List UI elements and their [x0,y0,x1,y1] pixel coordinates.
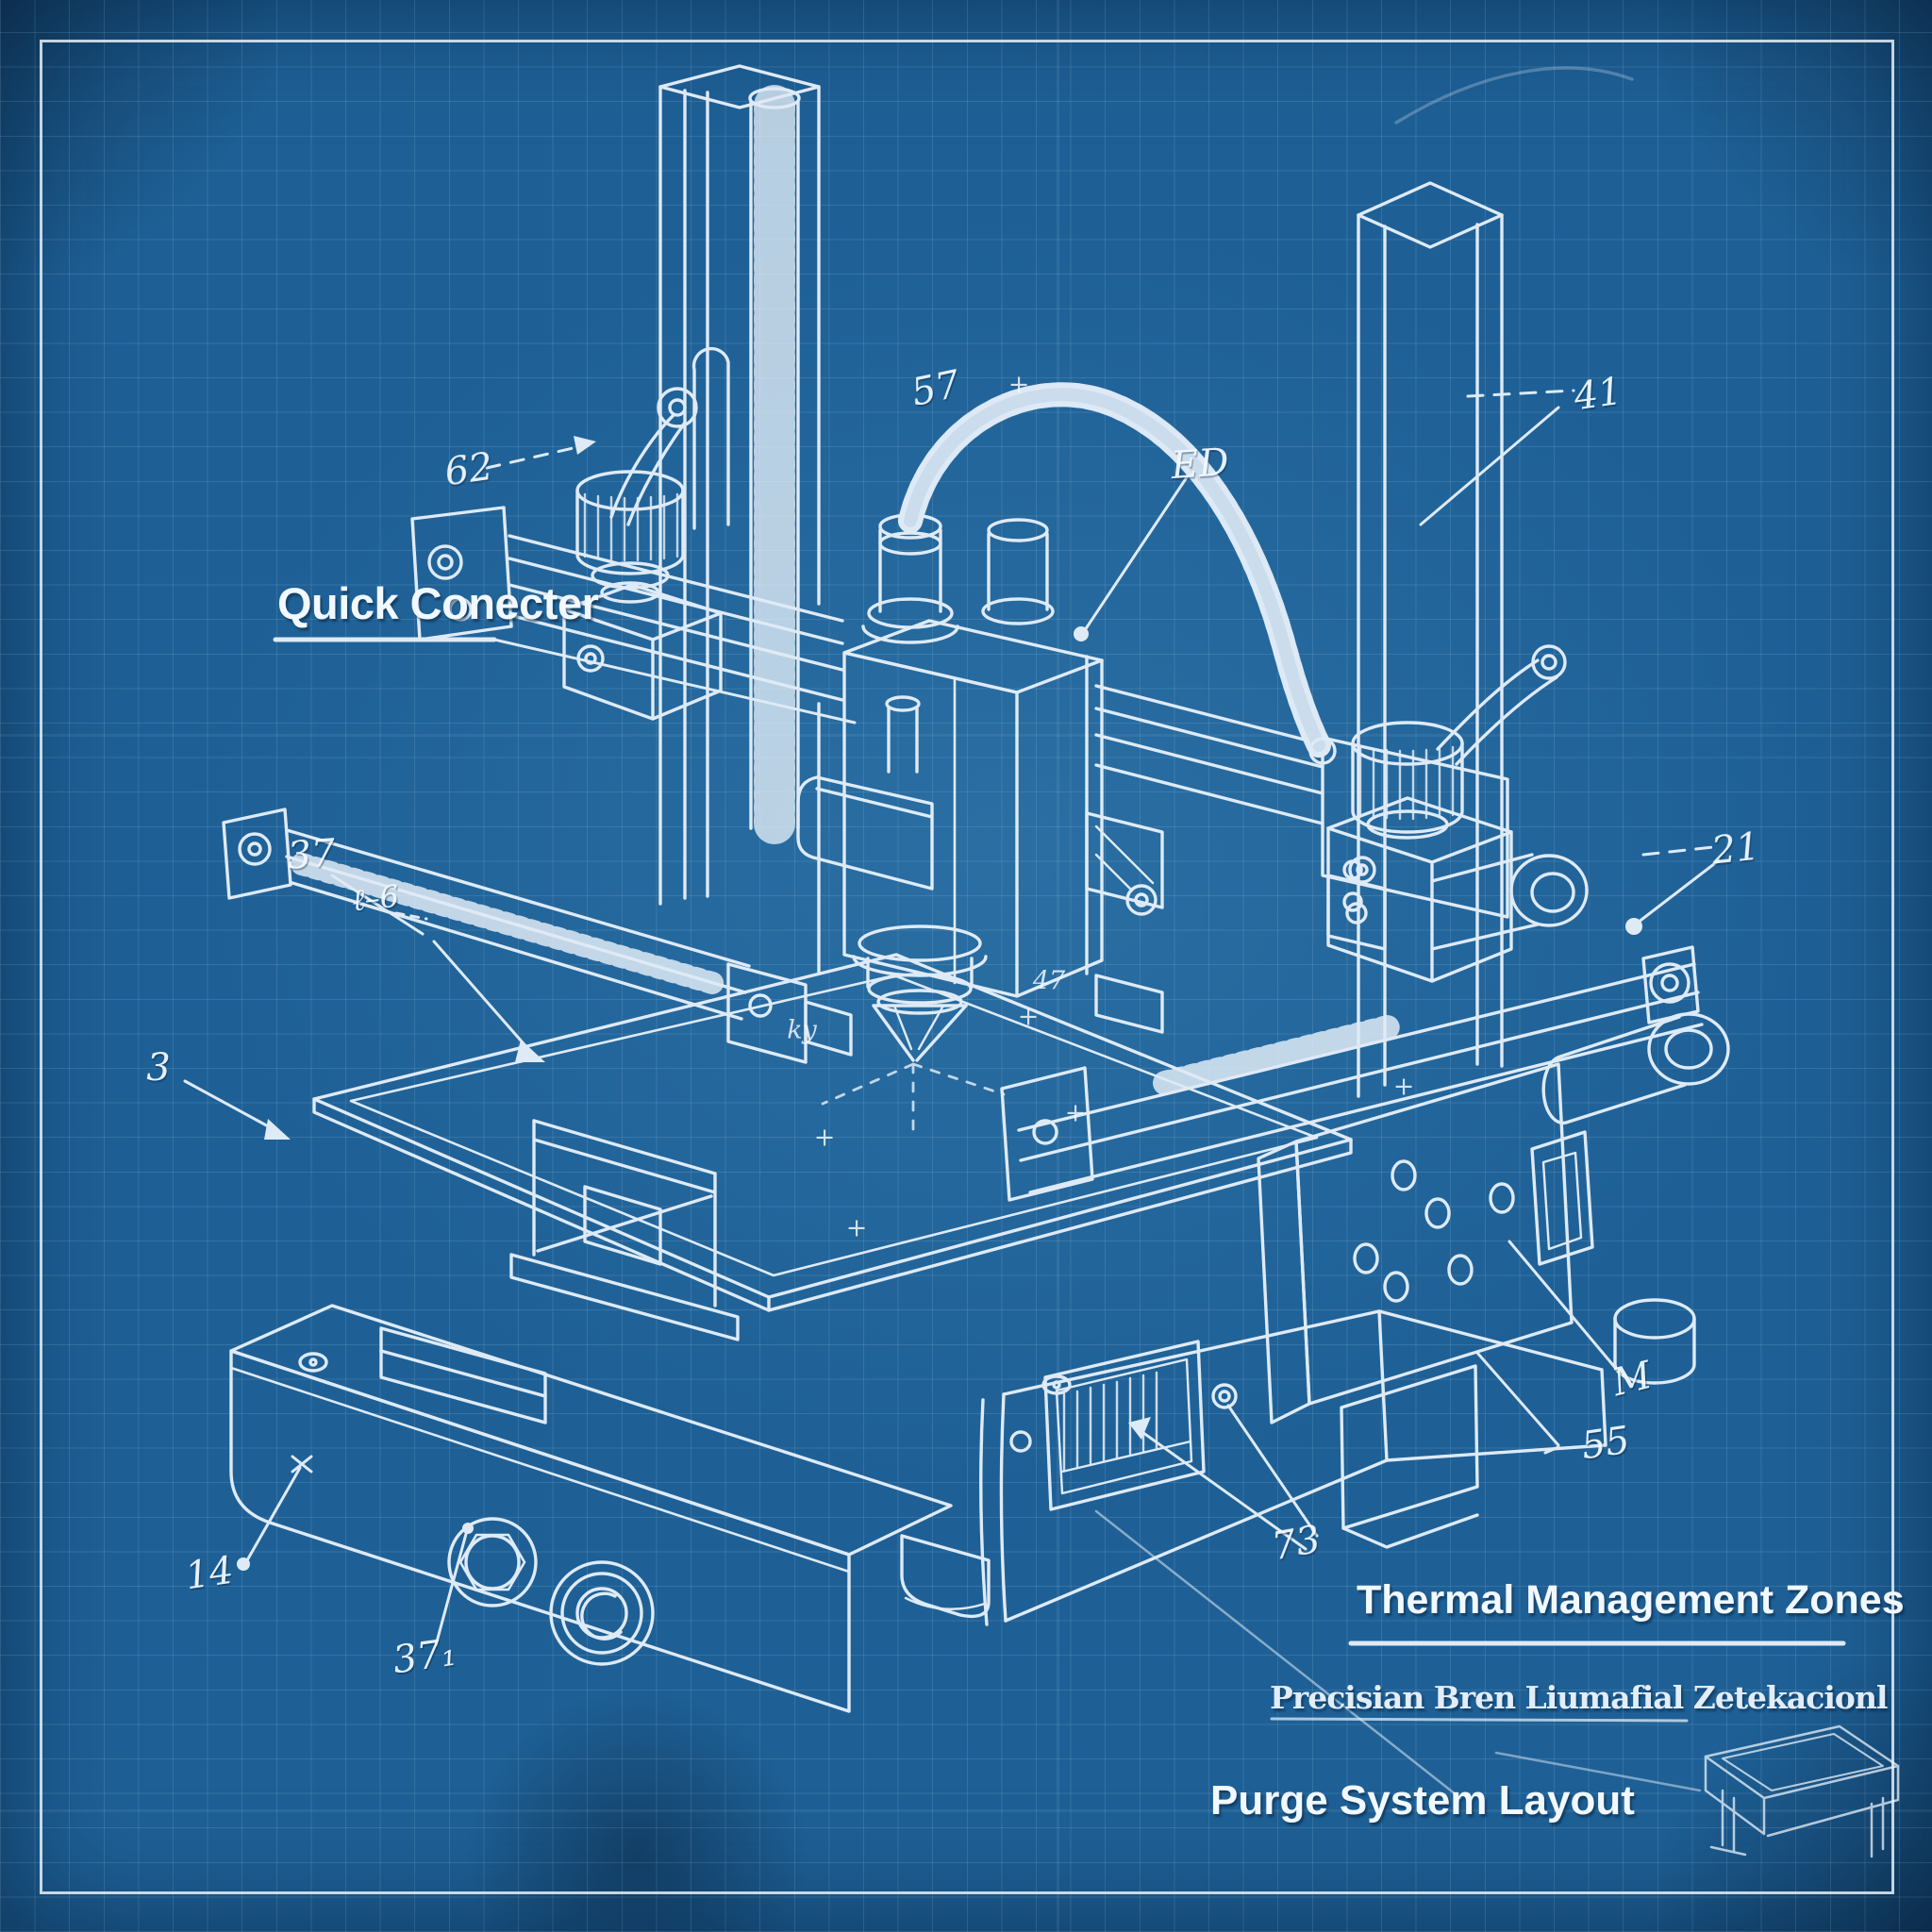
paper-fold-horizontal [0,734,1932,737]
knurling [583,492,679,562]
paper-fold-horizontal-2 [0,1809,1932,1812]
threaded-rod [1153,1014,1404,1095]
base-housing [229,1304,1607,1713]
bed-mark: + [1064,1098,1087,1128]
leader-3 [183,1079,274,1130]
ref-number-l6: ℓ–6 [350,877,401,919]
paper-fold-vertical [1057,0,1059,1932]
dial-knob [549,1560,655,1666]
subtitle-underline [1270,1717,1689,1723]
bed-mark: + [1017,1002,1040,1032]
ref-number-3: 3 [146,1046,171,1090]
leader-14 [245,1466,302,1562]
leader-ed [1083,475,1189,632]
hex-knob [447,1517,538,1607]
ref-number-41: 41 [1571,369,1625,420]
ref-number-55: 55 [1578,1418,1633,1469]
leader-73 [1138,1404,1319,1551]
x-gantry [410,506,1509,951]
leader-55 [1475,1351,1560,1455]
bed-mark: + [1392,1072,1415,1102]
foot [900,1534,991,1619]
leader-62 [485,445,579,470]
ref-number-73: 73 [1268,1517,1324,1570]
threaded-rod [291,853,730,996]
nozzle-projection-dashes [821,1062,1006,1132]
ref-number-21: 21 [1709,824,1762,874]
paper-scratches [1094,66,1702,1800]
tube-ribs [898,382,1331,758]
right-tensioner [1326,644,1589,983]
ref-number-14: 14 [182,1548,237,1599]
purge-system-title: Purge System Layout [1210,1777,1635,1824]
left-y-rail [222,808,853,1064]
leader-37 [330,874,530,1051]
print-bed [312,953,1353,1312]
bed-mark: ky [787,1015,817,1045]
quick-connector-leader [492,638,857,724]
leader-371 [434,1532,468,1647]
shaft-bore [1509,854,1589,927]
foot [1613,1317,1696,1385]
bracket-bore [1647,1012,1730,1086]
ref-number-371: 37₁ [390,1630,459,1683]
bowden-tube [898,382,1337,765]
hotend [852,924,988,1062]
extruder-assembly [796,513,1164,1132]
leader-lines [183,389,1846,1723]
purge-tray-sketch [1704,1724,1900,1858]
ref-number-ed: ED [1169,440,1231,489]
bed-mark: + [1008,370,1030,400]
leader-m [1507,1240,1619,1372]
leader-21 [1641,845,1715,857]
bed-mark: + [845,1213,868,1243]
ref-number-37: 37 [286,831,337,878]
lever-pivot [657,387,698,428]
quick-connector-label: Quick Conecter [277,578,599,628]
vent-slot [1043,1340,1206,1511]
right-z-column [1357,181,1504,1098]
target-cross [291,1455,313,1474]
knurling [1358,745,1455,821]
ref-number-62: 62 [441,444,496,495]
subtitle-garbled-text: Precisian Bren Liumafial Zetekacionl [1270,1679,1888,1716]
leader-l6 [394,911,428,921]
bed-mark: 47 [1032,966,1066,996]
right-column-base [1257,1012,1730,1549]
leader-41 [1466,389,1575,398]
bolt-holes [1353,1159,1515,1303]
bed-mark: + [813,1123,836,1153]
right-y-rail [1000,945,1704,1202]
thermal-zones-title: Thermal Management Zones [1357,1577,1905,1623]
bed-support-frame [379,1119,740,1424]
